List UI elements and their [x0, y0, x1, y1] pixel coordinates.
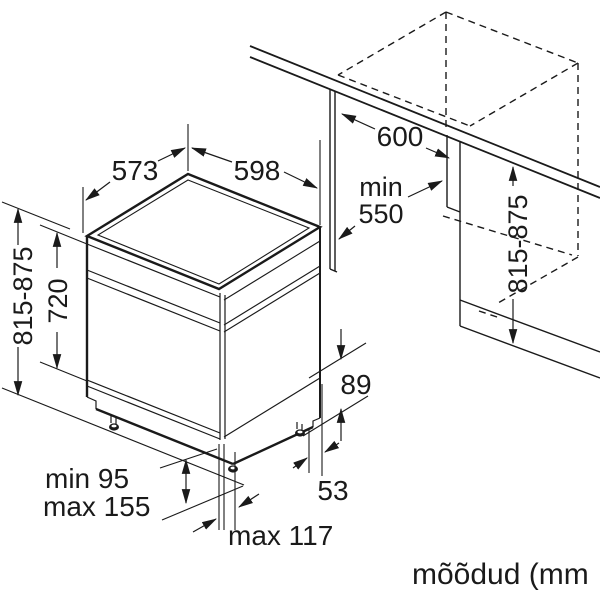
- dim-niche-height: 815-875: [503, 165, 533, 345]
- dishwasher-top-face: [84, 172, 323, 291]
- dim-label-550: 550: [358, 199, 403, 229]
- dim-niche-width: 600: [341, 113, 450, 159]
- dim-feet-adjustment: min 95 max 155: [43, 448, 244, 522]
- worktop: [249, 45, 600, 199]
- dim-label-815-875-left: 815-875: [8, 246, 38, 345]
- dim-base-recess-height: 89: [302, 329, 372, 441]
- dim-label-598: 598: [234, 155, 281, 186]
- dim-label-600: 600: [377, 121, 424, 152]
- dim-top-depth: 573: [82, 124, 189, 233]
- niche-dashed-outline: [337, 11, 579, 319]
- dim-rear-foot-offset: 53: [292, 384, 349, 506]
- dishwasher: [1, 172, 323, 486]
- dim-label-53: 53: [317, 475, 348, 506]
- dim-base-recess-depth: max 117: [192, 444, 333, 551]
- dim-overall-height: 815-875: [1, 201, 71, 397]
- dim-door-height: 720: [39, 224, 88, 382]
- adjustable-foot-left: [109, 423, 119, 431]
- dim-label-max-155: max 155: [43, 491, 150, 522]
- dim-label-720: 720: [43, 278, 73, 323]
- dishwasher-top-rim: [96, 179, 311, 285]
- units-caption: mõõdud (mm: [412, 558, 589, 591]
- dim-label-89: 89: [340, 369, 371, 400]
- dim-label-max-117: max 117: [228, 520, 333, 551]
- dim-niche-depth: min 550: [338, 172, 443, 240]
- dim-top-width: 598: [190, 140, 321, 225]
- right-cabinet-wall: [446, 135, 461, 300]
- dim-label-815-875-right: 815-875: [503, 194, 533, 293]
- adjustable-foot-right: [295, 429, 305, 437]
- right-cabinet-plinth: [459, 299, 600, 379]
- adjustable-foot-front: [228, 465, 238, 473]
- dim-label-min: min: [359, 172, 403, 202]
- dim-label-min-95: min 95: [45, 463, 129, 494]
- left-cabinet-wall: [329, 89, 338, 273]
- dim-label-573: 573: [112, 155, 159, 186]
